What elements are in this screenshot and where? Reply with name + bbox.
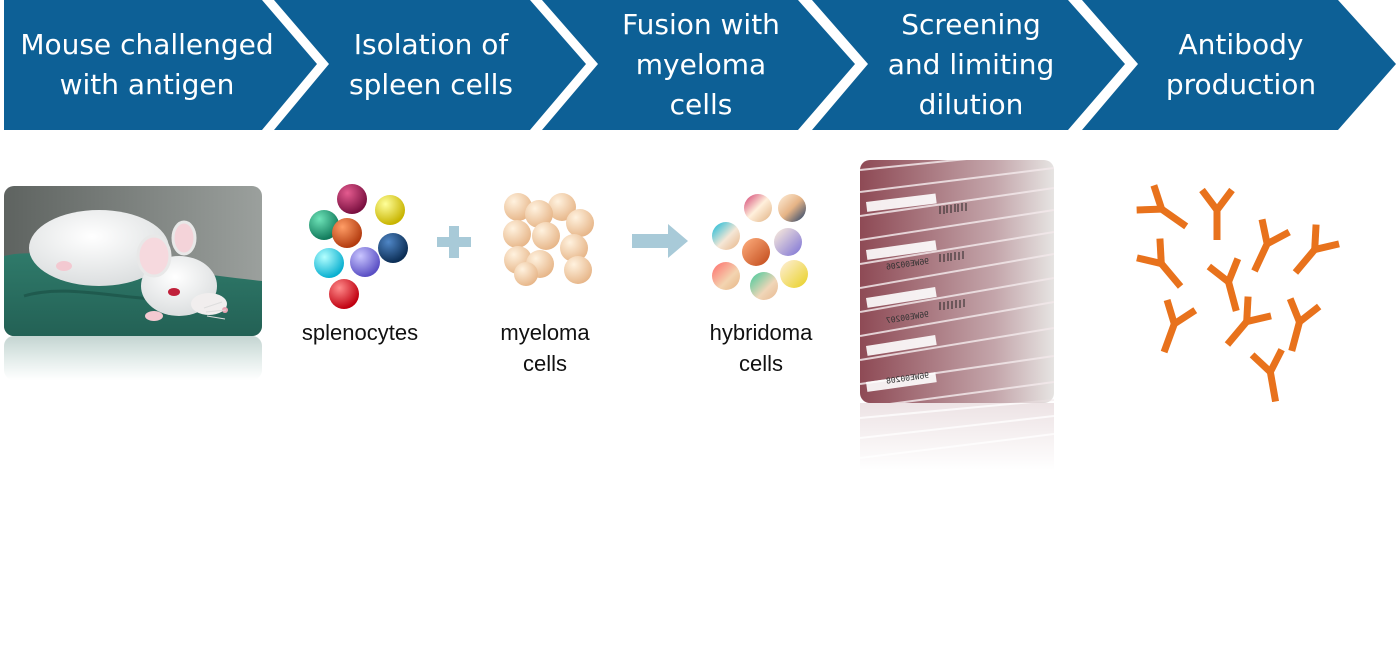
- hybridoma-cell-icon: [778, 194, 806, 222]
- splenocyte-cell-icon: [314, 248, 344, 278]
- chevron-step-2: [274, 0, 586, 130]
- antibody-icon: [1137, 185, 1195, 238]
- chevron-step-5: [1082, 0, 1396, 130]
- antibody-icon: [1252, 350, 1290, 402]
- chevron-step-1: [4, 0, 317, 130]
- myeloma-cell-icon: [560, 234, 588, 262]
- splenocyte-cell-icon: [329, 279, 359, 309]
- splenocytes-caption: splenocytes: [301, 320, 419, 345]
- hybridoma-cell-icon: [712, 262, 740, 290]
- screening-plates-photo: 96WE00206 96WE00207 96WE00208: [860, 160, 1054, 470]
- myeloma-cell-icon: [514, 262, 538, 286]
- hybridoma-cell-icon: [712, 222, 740, 250]
- antibody-icon: [1216, 297, 1271, 355]
- myeloma-cluster-icon: [503, 193, 594, 286]
- chevron-step-3: [542, 0, 855, 130]
- step-label-2: Isolation of spleen cells: [348, 28, 513, 101]
- splenocytes-cluster-icon: [309, 184, 408, 309]
- myeloma-cell-icon: [548, 193, 576, 221]
- hybridoma-cluster-icon: [712, 194, 808, 300]
- step-label-5: Antibody production: [1165, 28, 1317, 101]
- myeloma-cell-icon: [564, 256, 592, 284]
- splenocyte-cell-icon: [378, 233, 408, 263]
- fusion-arrow-icon: [632, 224, 688, 258]
- hybridoma-cell-icon: [780, 260, 808, 288]
- plate-barcodes: [865, 193, 937, 392]
- myeloma-cell-icon: [532, 222, 560, 250]
- hybridoma-cell-icon: [774, 228, 802, 256]
- process-chevron-bar: [4, 0, 1396, 130]
- splenocyte-cell-icon: [332, 218, 362, 248]
- plus-icon: [437, 226, 471, 258]
- antibody-icon: [1277, 299, 1319, 355]
- antibody-icon: [1241, 219, 1289, 277]
- step-label-4: Screening and limiting dilution: [887, 8, 1055, 121]
- splenocyte-cell-icon: [350, 247, 380, 277]
- step-label-1: Mouse challenged with antigen: [20, 28, 274, 101]
- hybridoma-caption: hybridoma cells: [709, 320, 813, 376]
- step-label-3: Fusion with myeloma cells: [622, 8, 780, 121]
- hybridoma-cell-icon: [750, 272, 778, 300]
- myeloma-caption: myeloma cells: [500, 320, 590, 376]
- mouse-photo: [4, 186, 262, 380]
- antibody-icon: [1137, 239, 1192, 297]
- plate-stack: [860, 160, 1054, 403]
- splenocyte-cell-icon: [375, 195, 405, 225]
- antibody-icon: [1284, 225, 1339, 283]
- myeloma-cell-icon: [503, 220, 531, 248]
- antibody-icon: [1202, 190, 1232, 240]
- antibody-icon: [1150, 300, 1195, 357]
- hybridoma-cell-icon: [742, 238, 770, 266]
- myeloma-cell-icon: [525, 200, 553, 228]
- antibodies-group-icon: [1120, 170, 1352, 402]
- splenocyte-cell-icon: [337, 184, 367, 214]
- hybridoma-cell-icon: [744, 194, 772, 222]
- myeloma-cell-icon: [566, 209, 594, 237]
- chevron-step-4: [812, 0, 1125, 130]
- splenocyte-cell-icon: [309, 210, 339, 240]
